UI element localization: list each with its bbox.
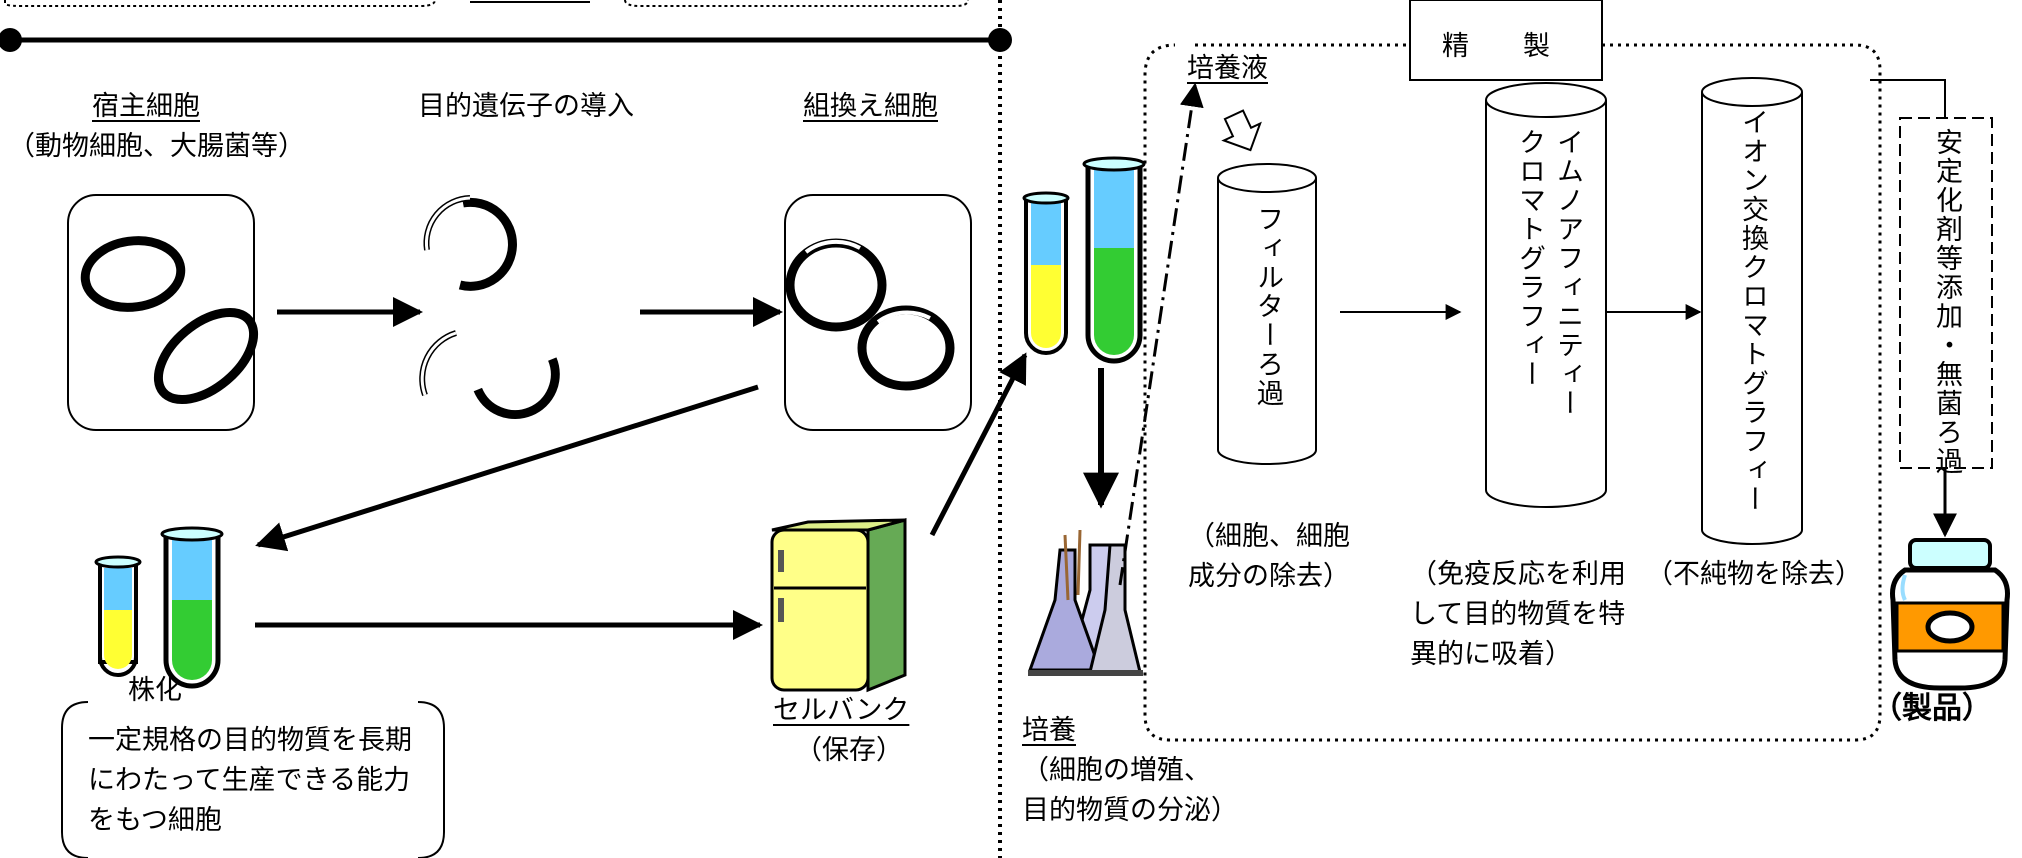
host-cell-title: 宿主細胞 (92, 91, 200, 122)
ion-exchange-note: （不純物を除去） (1646, 559, 1862, 590)
filtration-note-line-2: 成分の除去） (1188, 561, 1350, 592)
ion-exchange-label: イオン交換クロマトグラフィー (1737, 108, 1768, 514)
plasmid-fragments-icon (419, 195, 560, 420)
culture-desc-line-1: （細胞の増殖、 (1022, 755, 1211, 786)
timeline-dot-left (0, 28, 22, 52)
stabilizer-box (1899, 117, 1993, 469)
culture-flasks-icon (1027, 529, 1143, 676)
recombinant-cell-title: 組換え細胞 (803, 91, 938, 122)
host-cell-subtitle: （動物細胞、大腸菌等） (8, 131, 305, 162)
immunoaffinity-label-col-1: イムノアフィニティー (1552, 128, 1583, 418)
gene-introduction-label: 目的遺伝子の導入 (418, 91, 634, 122)
stabilizer-connector (1870, 79, 1946, 118)
arrow-to-culture-medium (1118, 82, 1204, 586)
cell-bank-freezer-icon (770, 518, 907, 693)
host-cell-icon (67, 194, 259, 431)
immunoaffinity-note-line-2: して目的物質を特 (1410, 599, 1626, 630)
ion-exchange-cylinder (1701, 77, 1803, 545)
product-label: （製品） (1872, 691, 1992, 726)
purification-box (1409, 0, 1603, 81)
culture-desc-line-2: 目的物質の分泌） (1022, 795, 1238, 826)
top-clipped-frames (4, 0, 969, 7)
immunoaffinity-label-col-2: クロマトグラフィー (1514, 128, 1545, 389)
filter-cylinder (1217, 163, 1317, 465)
culture-title: 培養 (1022, 715, 1076, 746)
product-bottle-icon (1890, 538, 2010, 691)
strain-label: 株化 (128, 675, 182, 706)
strain-note-bracket (61, 701, 445, 858)
immunoaffinity-note-line-3: 異的に吸着） (1410, 639, 1572, 670)
cell-bank-subtitle: （保存） (795, 735, 903, 766)
hollow-arrow-icon (1221, 109, 1262, 152)
immunoaffinity-cylinder (1485, 82, 1607, 508)
purification-region (1143, 43, 1882, 742)
filtration-note-line-1: （細胞、細胞 (1188, 521, 1350, 552)
strain-note-line-2: にわたって生産できる能力 (88, 765, 411, 796)
culture-test-tubes-icon (1022, 156, 1146, 364)
culture-medium-label: 培養液 (1187, 53, 1268, 84)
immunoaffinity-note-line-1: （免疫反応を利用 (1410, 559, 1626, 590)
strain-test-tubes-icon (94, 526, 224, 689)
cell-bank-title: セルバンク (773, 695, 910, 726)
flow-arrows-left (255, 297, 1028, 640)
stabilizer-label: 安定化剤等添加・無菌ろ過 (1931, 128, 1962, 476)
filtration-label: フィルターろ過 (1252, 205, 1283, 408)
recombinant-cell-icon (784, 194, 972, 431)
strain-note-line-1: 一定規格の目的物質を長期 (88, 725, 412, 756)
purification-title: 精 製 (1442, 31, 1550, 62)
strain-note-line-3: をもつ細胞 (88, 805, 222, 836)
